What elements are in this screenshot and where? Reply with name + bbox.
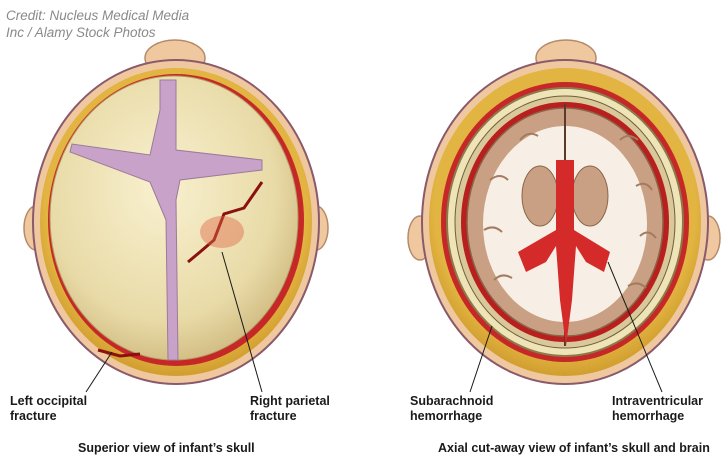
caption-superior-view: Superior view of infant’s skull xyxy=(78,441,255,455)
left-occipital-fracture-mark xyxy=(97,348,141,358)
fontanelle-sutures xyxy=(69,79,263,361)
right-parietal-fracture-mark xyxy=(187,181,264,264)
leader-left-occipital xyxy=(85,351,113,393)
superior-skull-view xyxy=(23,39,329,393)
gyri xyxy=(483,132,657,289)
right-basal-ganglia xyxy=(571,165,609,227)
label-subarachnoid-hemorrhage: Subarachnoid hemorrhage xyxy=(410,394,494,423)
leader-subarachnoid xyxy=(469,325,493,393)
label-intraventricular-hemorrhage: Intraventricular hemorrhage xyxy=(612,394,704,423)
label-right-parietal-fracture: Right parietal fracture xyxy=(250,394,330,423)
intraventricular-blood xyxy=(518,160,610,346)
caption-axial-view: Axial cut-away view of infant’s skull an… xyxy=(438,441,710,455)
right-parietal-bruise xyxy=(200,216,244,248)
axial-brain-view xyxy=(407,39,721,393)
label-left-occipital-fracture: Left occipital fracture xyxy=(10,394,88,423)
image-credit: Credit: Nucleus Medical Media Inc / Alam… xyxy=(6,8,190,40)
leader-intraventricular xyxy=(607,261,663,393)
left-basal-ganglia xyxy=(521,165,559,227)
leader-right-parietal xyxy=(221,251,263,393)
